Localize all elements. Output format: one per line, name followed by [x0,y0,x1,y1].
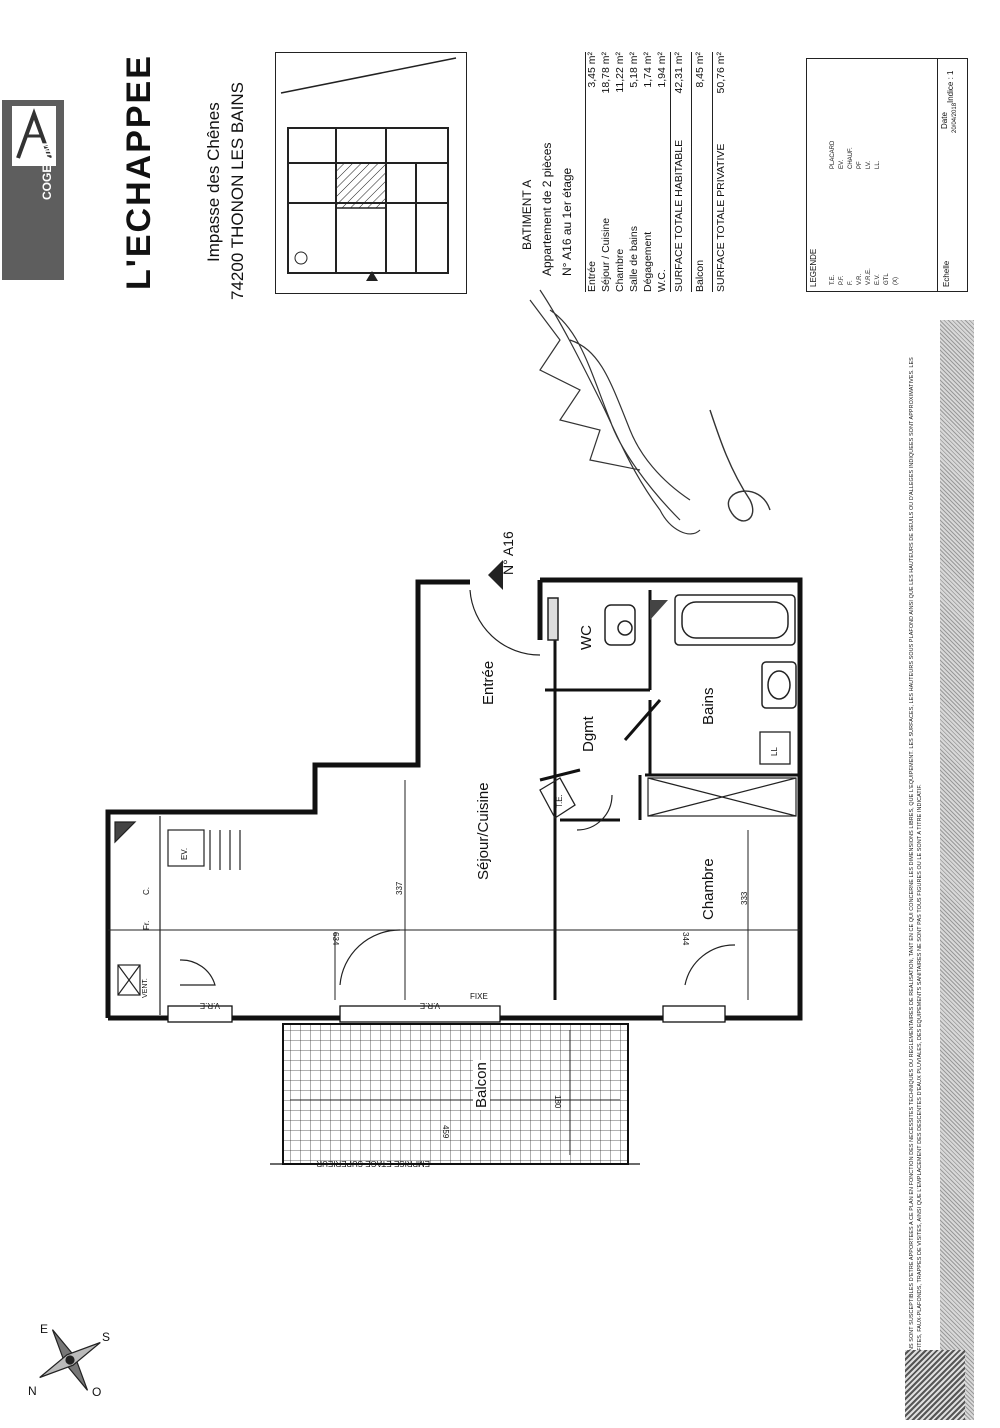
label-c: C. [142,887,151,895]
emprise-label: EMPRISE ETAGE SUPERIEUR [316,1159,430,1168]
room-sejour: Séjour/Cuisine [475,782,492,880]
label-fr: Fr. [142,920,151,930]
key-plan [275,52,467,294]
dim-chambre-len: 333 [740,891,749,905]
label-fixe: FIXE [470,992,488,1001]
room-entree: Entrée [480,660,497,705]
dim-chambre-width: 344 [681,932,690,946]
label-vre-1: V.R.E [199,1001,220,1010]
corner-stamp [905,1350,965,1420]
compass-s: S [102,1330,111,1344]
compass-e: E [40,1322,49,1336]
room-balcon: Balcon [473,1060,490,1110]
signature [529,289,771,535]
compass-rose [39,1329,101,1391]
compass-o: O [92,1385,102,1399]
label-ll: LL [770,747,779,756]
label-vent: VENT. [142,978,149,998]
dim-balcon-width: 180 [553,1095,562,1109]
dim-balcon-len: 459 [441,1125,450,1139]
label-vre-2: V.R.E [419,1001,440,1010]
title-block: COGEDIM L'ECHAPPEE Impasse des Chênes 74… [0,0,1000,320]
legend-box: LEGENDE T.E. P.F. F. V.R. V.R.E. E.V. GT… [806,58,968,292]
dim-sejour-len: 337 [395,881,404,895]
room-dgmt: Dgmt [580,716,597,752]
apartment-plan-label: N° A16 [500,531,516,575]
room-bains: Bains [700,687,717,725]
cogedim-logo [2,100,64,280]
disclaimer-band [940,320,974,1420]
dim-sejour-width: 634 [331,932,340,946]
room-wc: WC [578,625,595,650]
label-ev: EV. [180,847,189,860]
legend-footer: Echelle Date 20/04/2018 Indice : 1 [937,59,968,291]
label-te: T.E. [555,794,564,808]
room-chambre: Chambre [700,858,717,920]
compass-n: N [28,1384,37,1398]
